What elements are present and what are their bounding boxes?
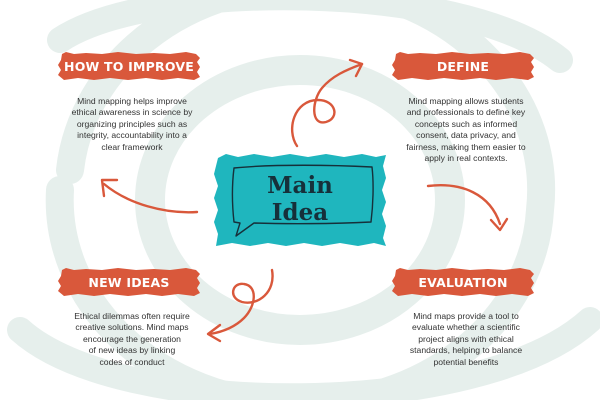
description-line: Ethical dilemmas often require <box>74 311 190 321</box>
description-line: evaluate whether a scientific <box>412 322 520 333</box>
arrowhead-how-to-improve <box>100 178 119 198</box>
banner-evaluation: EVALUATION <box>392 268 534 296</box>
description-line: encourage the generation <box>83 333 181 344</box>
description-line: potential benefits <box>433 356 499 367</box>
description-line: ethical awareness in science by <box>71 107 193 118</box>
main-idea-title: Main Idea <box>214 172 386 226</box>
description-line: codes of conduct <box>99 356 165 367</box>
description-line: integrity, accountability into a <box>77 130 187 141</box>
torn-ribbon-shape <box>58 268 200 296</box>
description-how-to-improve: Mind mapping helps improve ethical aware… <box>52 96 212 153</box>
description-define: Mind mapping allows students and profess… <box>386 96 546 164</box>
main-idea-line: Idea <box>271 199 329 226</box>
description-line: and professionals to define key <box>406 107 526 118</box>
description-line: Mind maps provide a tool to <box>413 311 519 321</box>
banner-new-ideas: NEW IDEAS <box>58 268 200 296</box>
main-idea-line: Main <box>267 172 333 199</box>
description-line: clear framework <box>101 141 163 152</box>
torn-ribbon-shape <box>392 268 534 296</box>
section-title: DEFINE <box>436 58 490 74</box>
description-line: Mind mapping allows students <box>408 96 524 106</box>
description-line: Mind mapping helps improve <box>77 96 187 106</box>
banner-how-to-improve: HOW TO IMPROVE <box>58 52 200 80</box>
description-evaluation: Mind maps provide a tool to evaluate whe… <box>386 311 546 368</box>
description-line: fairness, making them easier to <box>406 141 526 152</box>
speech-bubble-outline <box>231 164 374 237</box>
description-line: standards, helping to balance <box>409 345 523 356</box>
arrow-to-how-to-improve <box>102 182 199 214</box>
torn-ribbon-shape <box>58 52 200 80</box>
description-line: of new ideas by linking <box>88 345 176 356</box>
description-line: consent, data privacy, and <box>416 130 516 141</box>
section-title: EVALUATION <box>418 274 508 290</box>
description-new-ideas: Ethical dilemmas often require creative … <box>52 311 212 368</box>
arrowhead-define <box>348 58 364 78</box>
arrow-to-define <box>291 62 364 148</box>
description-line: project aligns with ethical <box>418 333 514 344</box>
arrow-to-evaluation <box>426 184 502 226</box>
arrowhead-evaluation <box>489 217 509 232</box>
arrowhead-new-ideas <box>206 323 222 343</box>
main-idea-card: Main Idea <box>214 154 386 246</box>
section-title: NEW IDEAS <box>88 274 170 290</box>
description-line: concepts such as informed <box>414 118 518 129</box>
description-line: apply in real contexts. <box>424 153 508 164</box>
banner-define: DEFINE <box>392 52 534 80</box>
description-line: organizing principles such as <box>76 118 188 129</box>
description-line: creative solutions. Mind maps <box>75 322 189 333</box>
section-title: HOW TO IMPROVE <box>64 58 194 74</box>
arrow-to-new-ideas <box>208 268 274 336</box>
card-background <box>214 154 386 246</box>
torn-ribbon-shape <box>392 52 534 80</box>
